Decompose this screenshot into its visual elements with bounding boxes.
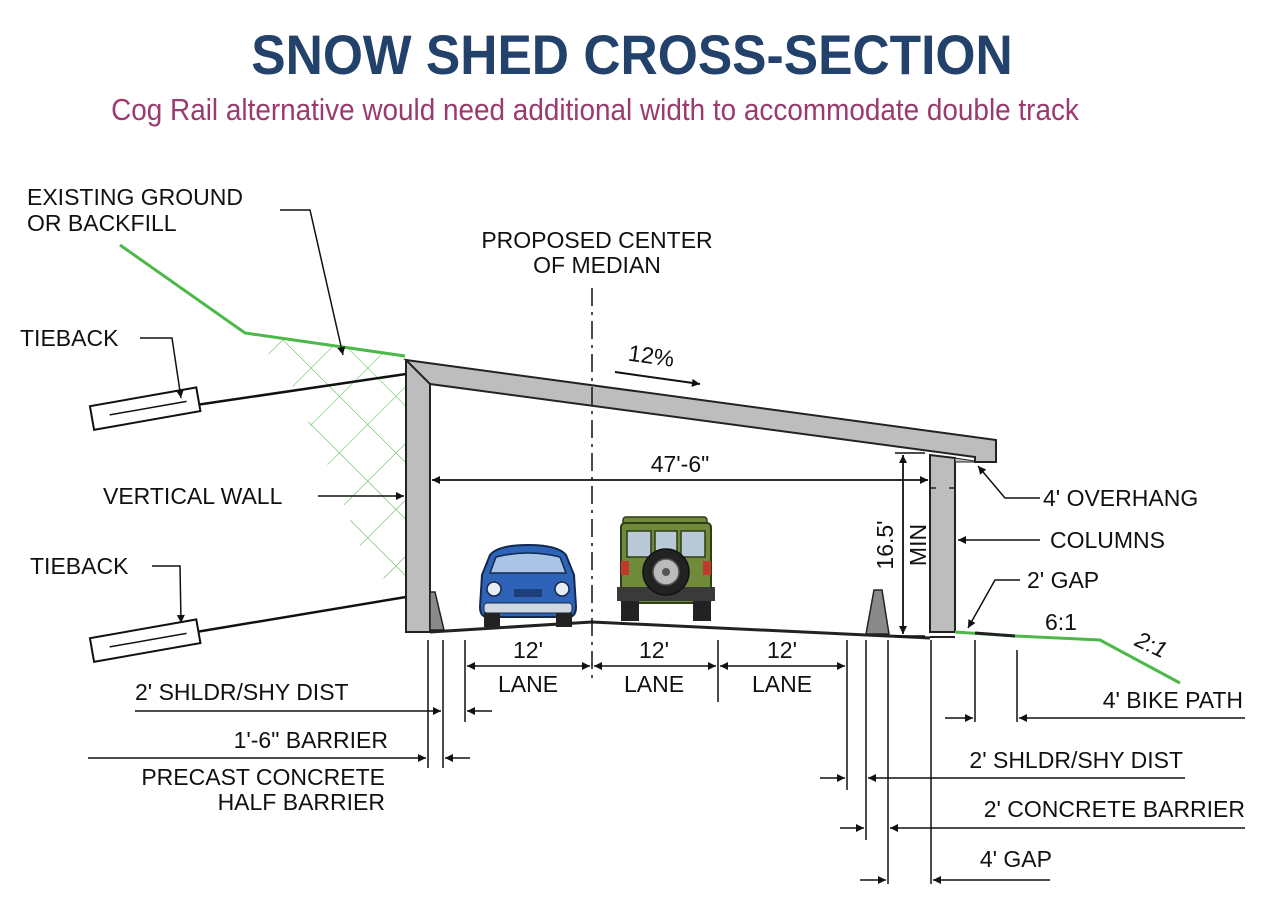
page-title: SNOW SHED CROSS-SECTION <box>251 23 1013 86</box>
backfill-label: OR BACKFILL <box>27 210 177 236</box>
lane-2-width: 12' <box>639 637 669 663</box>
existing-ground-line <box>119 243 406 358</box>
precast-label-2: HALF BARRIER <box>218 789 385 815</box>
shldr-right-label: 2' SHLDR/SHY DIST <box>969 747 1183 773</box>
median-label: OF MEDIAN <box>533 252 661 278</box>
roof-slab <box>403 358 997 463</box>
vertical-wall <box>405 358 431 633</box>
backfill-hatch <box>248 335 405 585</box>
columns-label: COLUMNS <box>1050 527 1165 553</box>
tieback-anchor-upper <box>88 386 202 431</box>
concrete-barrier <box>865 589 890 635</box>
tieback-rod-upper <box>195 372 407 407</box>
vertical-wall-label: VERTICAL WALL <box>103 483 283 509</box>
tieback-label-upper: TIEBACK <box>20 325 119 351</box>
gap-2-label: 2' GAP <box>1027 567 1099 593</box>
overhang-label: 4' OVERHANG <box>1043 485 1198 511</box>
ratio-2-1-label: 2:1 <box>1130 626 1171 664</box>
shldr-left-label: 2' SHLDR/SHY DIST <box>135 679 349 705</box>
lane-2-label: LANE <box>624 671 684 697</box>
ratio-6-1-label: 6:1 <box>1045 609 1077 635</box>
bike-path-label: 4' BIKE PATH <box>1103 687 1243 713</box>
min-label: MIN <box>905 524 931 566</box>
existing-ground-label: EXISTING GROUND <box>27 184 243 210</box>
jeep-icon <box>617 516 715 621</box>
proposed-center-label: PROPOSED CENTER <box>481 227 712 253</box>
lane-3-width: 12' <box>767 637 797 663</box>
lane-3-label: LANE <box>752 671 812 697</box>
half-barrier <box>429 591 445 631</box>
roadway-surface <box>429 620 931 640</box>
gap-4-label: 4' GAP <box>980 846 1052 872</box>
page-subtitle: Cog Rail alternative would need addition… <box>111 92 1079 127</box>
lane-1-label: LANE <box>498 671 558 697</box>
width-label: 47'-6" <box>651 451 710 477</box>
tieback-rod-lower <box>195 595 407 634</box>
overhang-tip <box>954 457 976 463</box>
lane-1-width: 12' <box>513 637 543 663</box>
tieback-anchor-lower <box>88 618 202 663</box>
concrete-barrier-label: 2' CONCRETE BARRIER <box>984 796 1245 822</box>
car-icon <box>478 543 578 627</box>
slope-label: 12% <box>627 340 676 372</box>
tieback-label-lower: TIEBACK <box>30 553 129 579</box>
barrier-left-label: 1'-6" BARRIER <box>234 727 388 753</box>
clearance-label: 16.5' <box>872 520 898 569</box>
slope-arrow <box>614 371 701 387</box>
column <box>929 453 956 633</box>
precast-label-1: PRECAST CONCRETE <box>141 764 385 790</box>
